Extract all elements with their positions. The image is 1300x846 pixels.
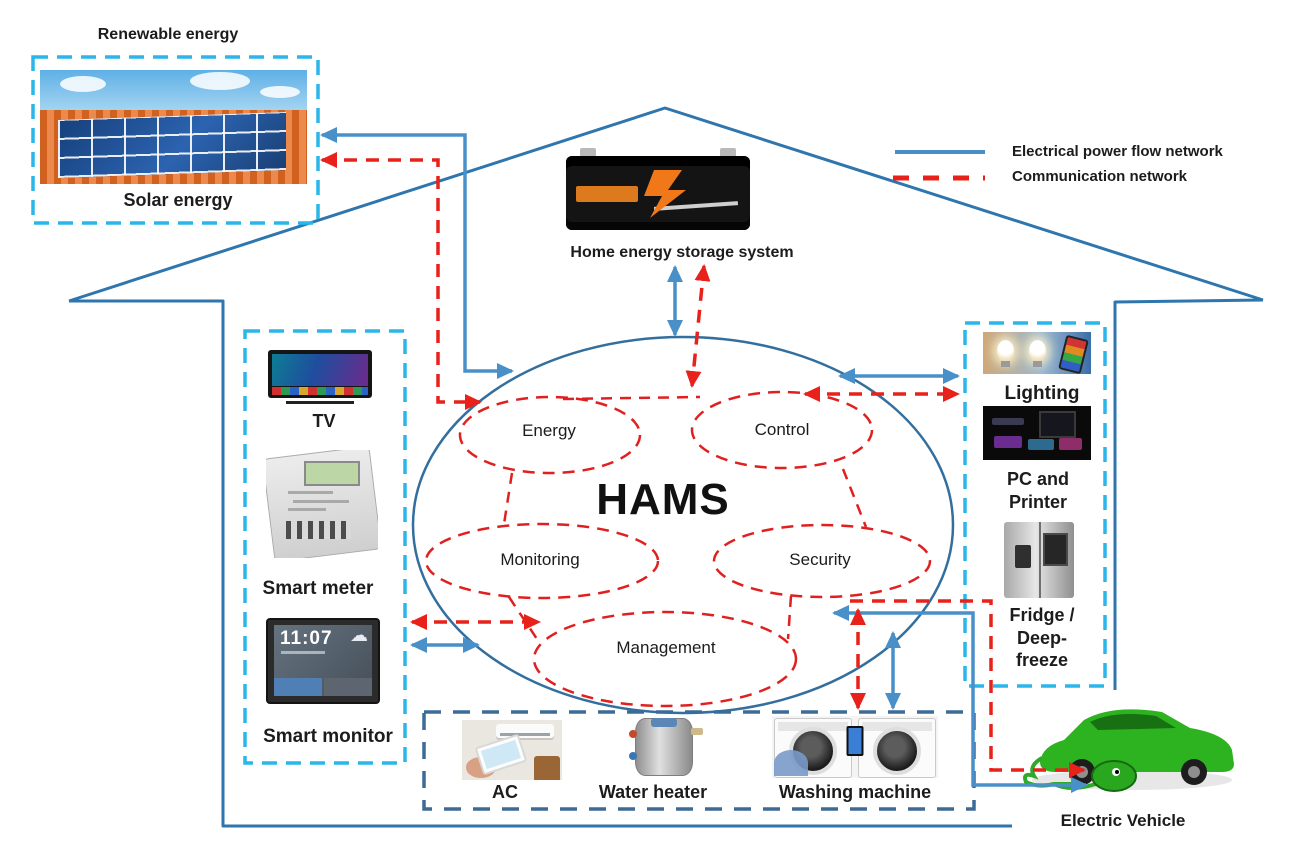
pc-printer-label: PC and Printer — [1006, 469, 1069, 512]
renewable-energy-label: Renewable energy — [97, 26, 239, 43]
fridge-label: Fridge / Deep-freeze — [1009, 605, 1075, 670]
fridge-image — [1004, 522, 1074, 598]
smart-meter-label: Smart meter — [262, 578, 374, 599]
subsystem-control-label: Control — [754, 420, 810, 439]
water-heater-image — [625, 716, 703, 776]
washing-machine-label: Washing machine — [778, 782, 932, 802]
solar-panel-image — [40, 70, 307, 184]
hams-title: HAMS — [596, 475, 730, 524]
battery-image — [558, 142, 758, 234]
smart-monitor-label: Smart monitor — [263, 726, 393, 747]
electric-vehicle-label: Electric Vehicle — [1060, 811, 1186, 830]
lighting-label: Lighting — [1004, 383, 1080, 404]
electric-vehicle-image — [1012, 688, 1244, 808]
pc-printer-image — [983, 406, 1091, 460]
storage-system-label: Home energy storage system — [570, 244, 794, 261]
storage-comm-line — [685, 264, 711, 388]
monitor-clock: 11:07 — [280, 628, 333, 649]
weather-cloud-icon: ☁ — [350, 625, 368, 645]
water-heater-label: Water heater — [598, 782, 708, 802]
management-ellipse — [532, 610, 798, 708]
solar-power-line — [320, 127, 514, 379]
legend-comm-label: Communication network — [1012, 168, 1188, 185]
legend-power-label: Electrical power flow network — [1012, 143, 1223, 160]
subsystem-security-label: Security — [789, 550, 851, 569]
lightning-icon — [644, 170, 686, 218]
lighting-image — [983, 332, 1091, 374]
subsystem-monitoring-label: Monitoring — [500, 550, 580, 569]
ac-label: AC — [492, 782, 518, 802]
solar-energy-label: Solar energy — [123, 190, 233, 210]
smart-meter-image — [266, 450, 378, 558]
smart-monitor-image: 11:07 ☁ — [266, 618, 380, 704]
ac-image — [462, 720, 562, 780]
subsystem-management-label: Management — [616, 638, 716, 657]
washing-machine-image — [772, 716, 938, 778]
tv-label: TV — [312, 411, 336, 431]
tv-image — [268, 350, 372, 404]
subsystem-energy-label: Energy — [522, 421, 576, 440]
